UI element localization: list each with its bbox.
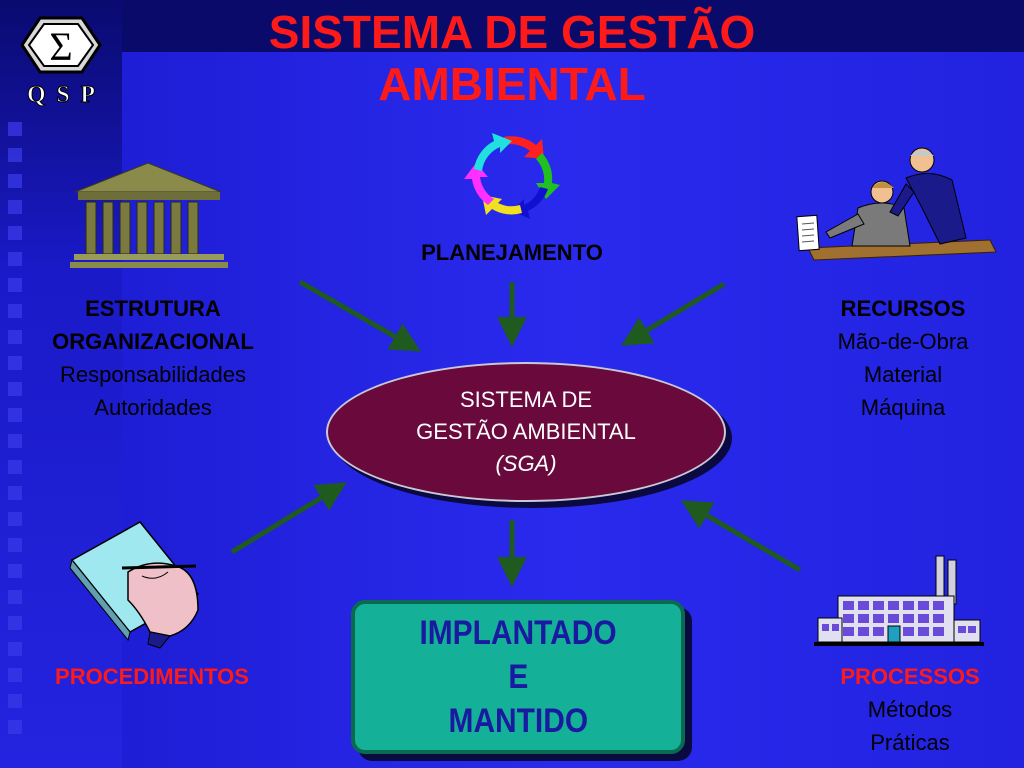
estrutura-item-2: Autoridades xyxy=(94,395,212,420)
decorative-square xyxy=(8,356,22,370)
result-line-2: E xyxy=(508,658,528,696)
notepad-writing-icon xyxy=(69,521,200,649)
center-line-2: GESTÃO AMBIENTAL xyxy=(416,419,636,444)
block-processos: PROCESSOS Métodos Práticas xyxy=(800,660,1020,759)
decorative-square xyxy=(8,122,22,136)
decorative-square xyxy=(8,616,22,630)
center-ellipse-sga: SISTEMA DE GESTÃO AMBIENTAL (SGA) xyxy=(326,362,726,502)
processos-title: PROCESSOS xyxy=(840,664,980,689)
decorative-square xyxy=(8,278,22,292)
result-line-1: IMPLANTADO xyxy=(419,614,617,652)
decorative-square xyxy=(8,304,22,318)
estrutura-item-1: Responsabilidades xyxy=(60,362,246,387)
factory-icon xyxy=(814,555,984,646)
title-line-2: AMBIENTAL xyxy=(378,58,646,110)
center-line-1: SISTEMA DE xyxy=(459,387,593,412)
recursos-item-1: Mão-de-Obra xyxy=(837,329,969,354)
processos-item-1: Métodos xyxy=(867,697,953,722)
arrow-processos xyxy=(681,500,802,573)
result-box: IMPLANTADO E MANTIDO xyxy=(351,600,685,754)
arrow-procedimentos xyxy=(230,482,347,555)
label-procedimentos: PROCEDIMENTOS xyxy=(55,664,249,689)
top-decorative-band xyxy=(122,0,1024,52)
decorative-square xyxy=(8,694,22,708)
cycle-arrows-icon xyxy=(464,133,560,219)
page-title: SISTEMA DE GESTÃO AMBIENTAL xyxy=(200,6,824,110)
logo-sigma: Σ xyxy=(49,24,72,69)
recursos-item-3: Máquina xyxy=(860,395,946,420)
decorative-square xyxy=(8,408,22,422)
decorative-square xyxy=(8,538,22,552)
estrutura-line-2: ORGANIZACIONAL xyxy=(52,329,254,354)
arrow-estrutura xyxy=(298,279,422,352)
temple-icon xyxy=(70,162,228,268)
decorative-square xyxy=(8,512,22,526)
decorative-square xyxy=(8,434,22,448)
decorative-square xyxy=(8,226,22,240)
decorative-square xyxy=(8,668,22,682)
decorative-square xyxy=(8,252,22,266)
decorative-square xyxy=(8,148,22,162)
decorative-square xyxy=(8,200,22,214)
qsp-logo-icon xyxy=(20,16,102,74)
decorative-square xyxy=(8,590,22,604)
decorative-square xyxy=(8,174,22,188)
decorative-square xyxy=(8,720,22,734)
decorative-square xyxy=(8,382,22,396)
center-line-3: (SGA) xyxy=(495,451,557,476)
decorative-square xyxy=(8,564,22,578)
result-line-3: MANTIDO xyxy=(448,702,588,740)
block-recursos: RECURSOS Mão-de-Obra Material Máquina xyxy=(790,292,1016,424)
businessmen-icon xyxy=(796,147,997,261)
recursos-item-2: Material xyxy=(863,362,943,387)
recursos-title: RECURSOS xyxy=(840,296,966,321)
processos-item-2: Práticas xyxy=(870,730,950,755)
arrow-recursos xyxy=(621,281,726,346)
block-estrutura: ESTRUTURA ORGANIZACIONAL Responsabilidad… xyxy=(10,292,296,424)
label-planejamento: PLANEJAMENTO xyxy=(421,240,603,265)
estrutura-line-1: ESTRUTURA xyxy=(85,296,221,321)
decorative-square xyxy=(8,642,22,656)
title-line-1: SISTEMA DE GESTÃO xyxy=(268,6,756,58)
logo-text: QSP xyxy=(27,82,95,108)
decorative-square xyxy=(8,486,22,500)
decorative-square xyxy=(8,460,22,474)
decorative-square xyxy=(8,330,22,344)
